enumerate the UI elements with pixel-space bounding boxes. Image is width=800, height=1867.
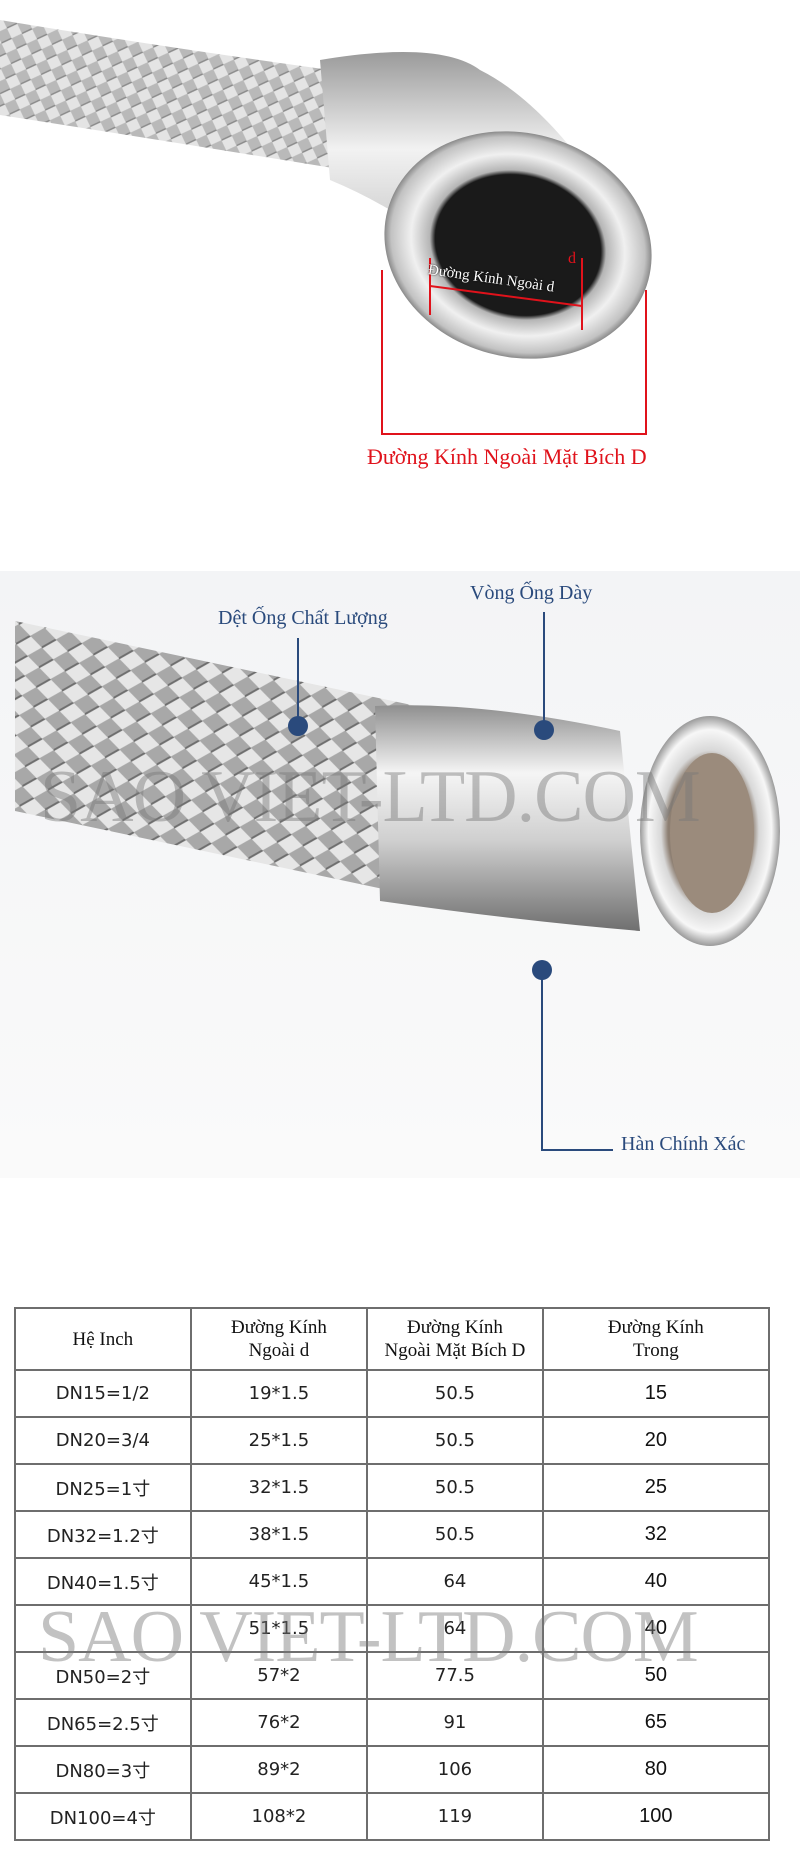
cell-outer-d: 57*2 <box>189 1651 369 1700</box>
callout-line <box>297 638 299 726</box>
header-text: Đường Kính Trong <box>607 1317 704 1361</box>
cell-outer-d: 25*1.5 <box>189 1416 369 1465</box>
callout-precise-weld: Hàn Chính Xác <box>621 1133 746 1155</box>
callout-thick-ring: Vòng Ống Dày <box>470 582 593 604</box>
cell-inner-d: 15 <box>541 1369 771 1418</box>
header-text: Hệ Inch <box>72 1328 134 1350</box>
header-text: Đường Kính Ngoài Mặt Bích D <box>384 1317 526 1361</box>
cell-outer-d: 38*1.5 <box>189 1510 369 1559</box>
header-inch: Hệ Inch <box>14 1307 192 1371</box>
cell-outer-d: 108*2 <box>189 1792 369 1841</box>
cell-inner-d: 32 <box>541 1510 771 1559</box>
cell-flange-d: 50.5 <box>366 1416 544 1465</box>
cell-outer-d: 89*2 <box>189 1745 369 1794</box>
cell-inch: DN20=3/4 <box>14 1416 192 1465</box>
callout-line <box>541 975 543 1150</box>
cell-flange-d: 64 <box>366 1604 544 1653</box>
inner-diameter-marker: d <box>568 250 576 267</box>
cell-inch: DN50=2寸 <box>14 1651 192 1700</box>
cell-inner-d: 65 <box>541 1698 771 1747</box>
header-inner-d: Đường Kính Trong <box>541 1307 771 1371</box>
callout-line <box>543 612 545 728</box>
flange-diameter-label: Đường Kính Ngoài Mặt Bích D <box>367 444 647 469</box>
cell-inner-d: 50 <box>541 1651 771 1700</box>
cell-inner-d: 40 <box>541 1604 771 1653</box>
callout-line <box>541 1149 613 1151</box>
header-outer-d: Đường Kính Ngoài d <box>189 1307 369 1371</box>
cell-flange-d: 106 <box>366 1745 544 1794</box>
cell-flange-d: 50.5 <box>366 1510 544 1559</box>
cell-inch: DN15=1/2 <box>14 1369 192 1418</box>
cell-inner-d: 25 <box>541 1463 771 1512</box>
cell-outer-d: 32*1.5 <box>189 1463 369 1512</box>
cell-inch: DN100=4寸 <box>14 1792 192 1841</box>
cell-inner-d: 100 <box>541 1792 771 1841</box>
cell-inch: DN65=2.5寸 <box>14 1698 192 1747</box>
cell-inch: DN25=1寸 <box>14 1463 192 1512</box>
cell-flange-d: 50.5 <box>366 1463 544 1512</box>
size-table: Hệ Inch Đường Kính Ngoài d Đường Kính Ng… <box>14 1307 771 1841</box>
cell-inner-d: 20 <box>541 1416 771 1465</box>
cell-inch: DN80=3寸 <box>14 1745 192 1794</box>
callout-dot <box>534 720 554 740</box>
elbow-flange-photo <box>0 20 652 435</box>
cell-outer-d: 19*1.5 <box>189 1369 369 1418</box>
callout-dot <box>532 960 552 980</box>
cell-outer-d: 76*2 <box>189 1698 369 1747</box>
cell-flange-d: 91 <box>366 1698 544 1747</box>
cell-inner-d: 40 <box>541 1557 771 1606</box>
callout-dot <box>288 716 308 736</box>
cell-flange-d: 50.5 <box>366 1369 544 1418</box>
cell-flange-d: 77.5 <box>366 1651 544 1700</box>
cell-inch: DN32=1.2寸 <box>14 1510 192 1559</box>
cell-inch: DN40=1.5寸 <box>14 1557 192 1606</box>
table-header-row: Hệ Inch Đường Kính Ngoài d Đường Kính Ng… <box>14 1307 771 1371</box>
cell-inner-d: 80 <box>541 1745 771 1794</box>
cell-flange-d: 64 <box>366 1557 544 1606</box>
cell-inch <box>14 1604 192 1653</box>
callout-braided-hose: Dệt Ống Chất Lượng <box>218 607 388 629</box>
cell-flange-d: 119 <box>366 1792 544 1841</box>
hose-ferrule-photo <box>0 571 800 1178</box>
table-watermark: SAO VIET-LTD.COM <box>38 1596 699 1678</box>
cell-outer-d: 51*1.5 <box>189 1604 369 1653</box>
cell-outer-d: 45*1.5 <box>189 1557 369 1606</box>
photo-watermark: SAO VIET-LTD.COM <box>40 756 701 838</box>
header-flange-d: Đường Kính Ngoài Mặt Bích D <box>366 1307 544 1371</box>
header-text: Đường Kính Ngoài d <box>231 1317 327 1361</box>
